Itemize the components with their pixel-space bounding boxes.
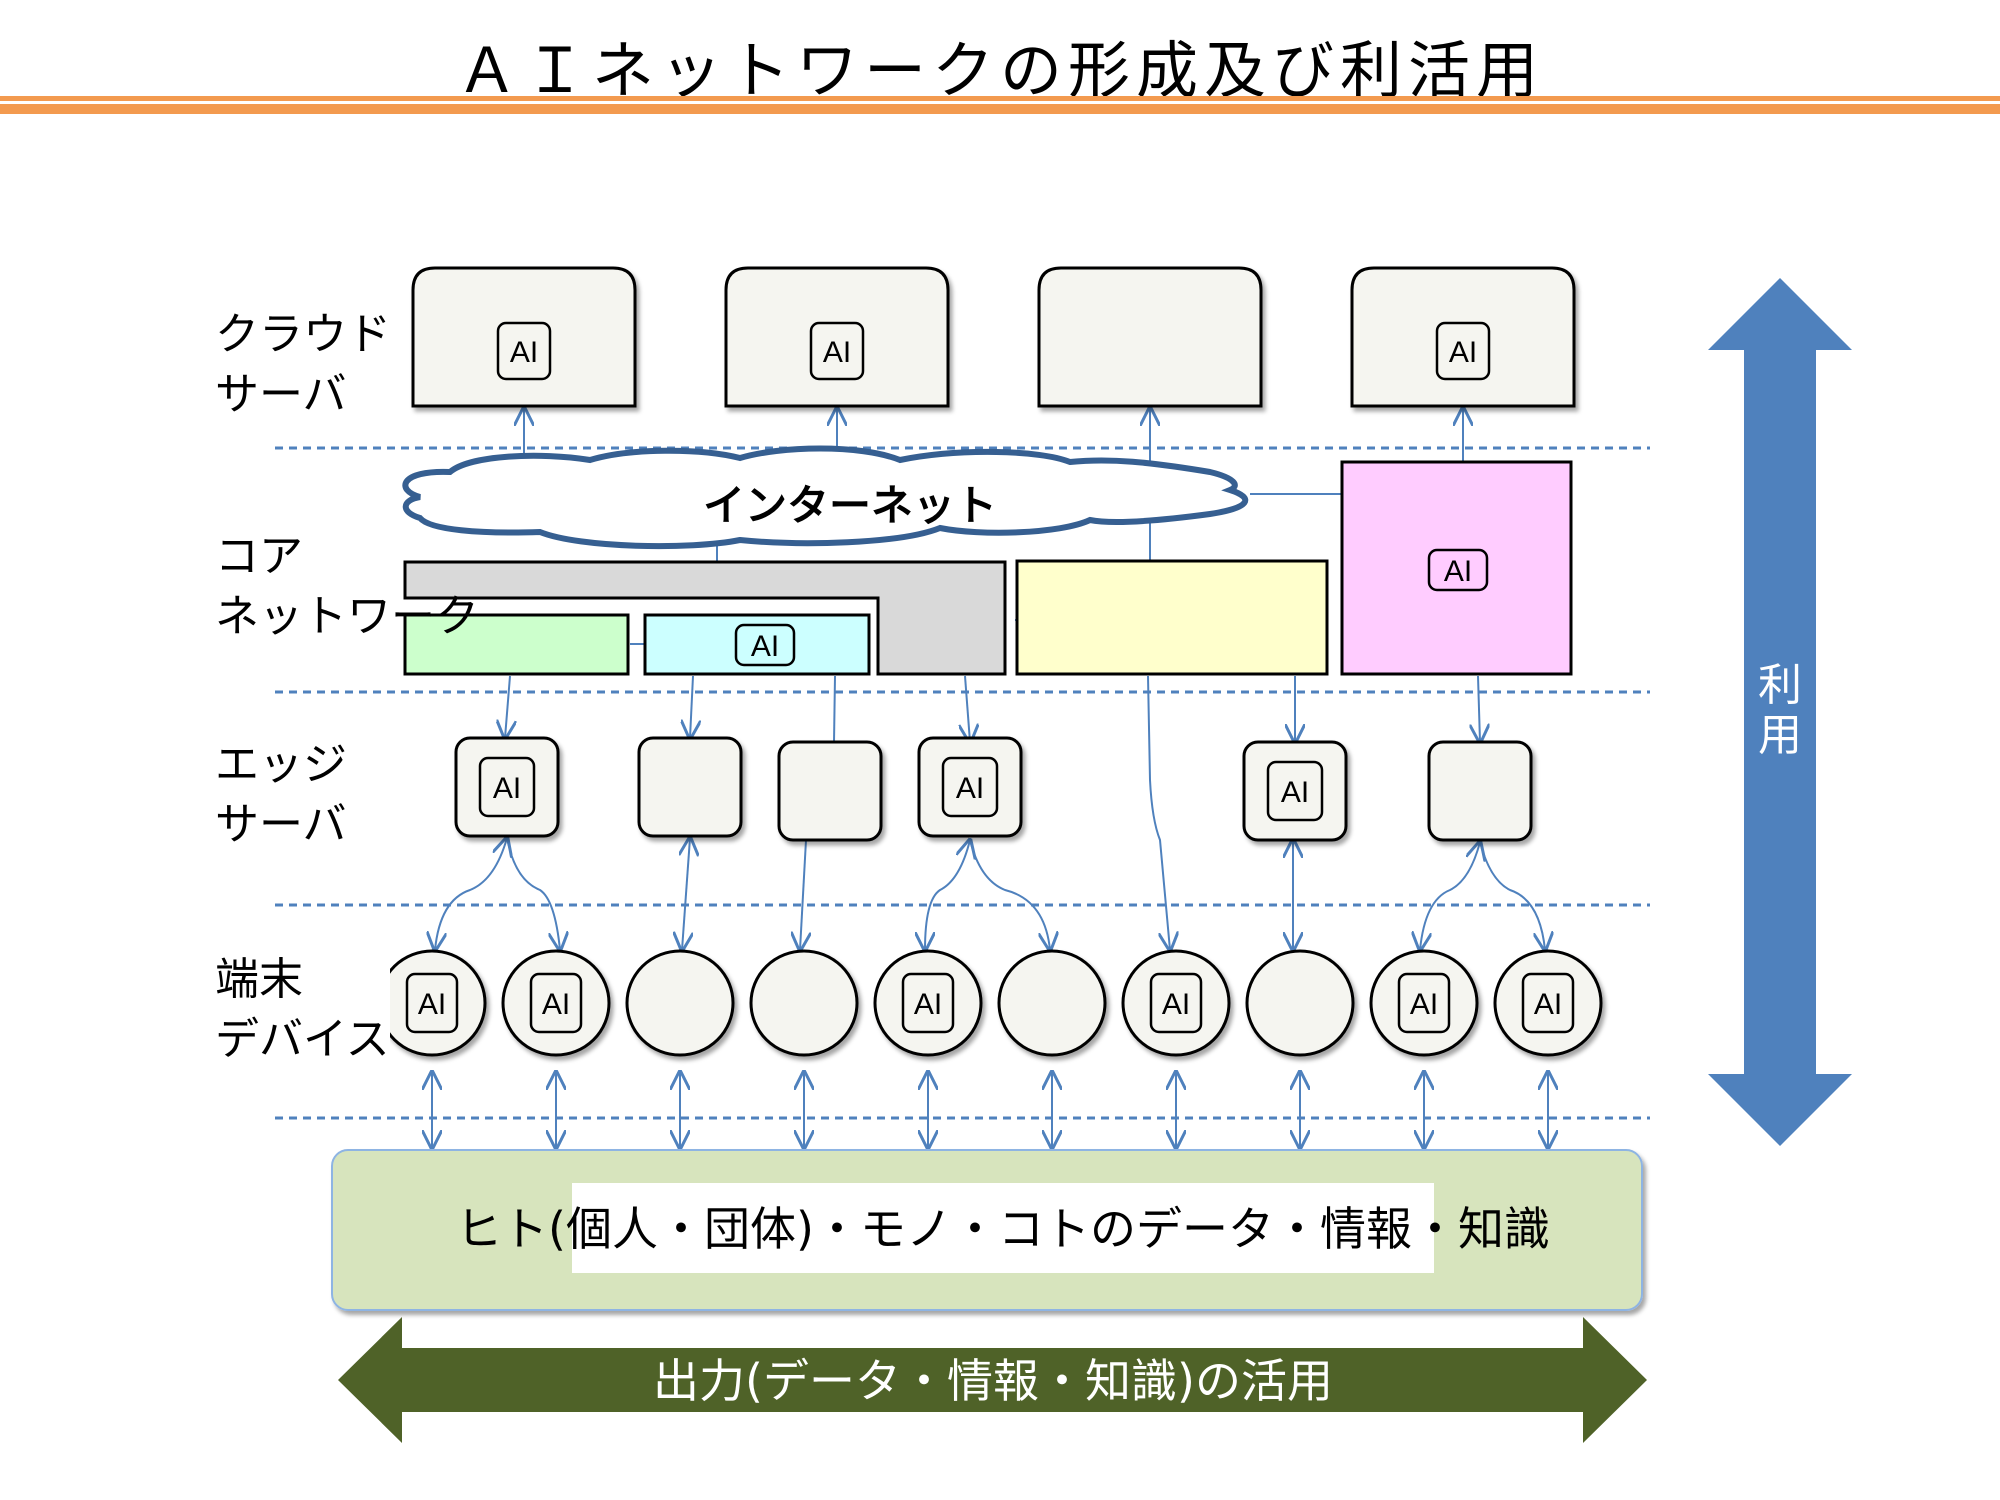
terminal-device: AI xyxy=(873,949,983,1057)
connector xyxy=(435,838,507,950)
terminal-device xyxy=(749,949,859,1057)
edge-server: AI xyxy=(917,736,1023,838)
ai-badge-label: AI xyxy=(1449,336,1477,369)
output-arrow-label: 出力(データ・情報・知識)の活用 xyxy=(653,1354,1333,1408)
layer-label-terminal-device: 端末 デバイス xyxy=(215,950,390,1070)
terminal-device xyxy=(997,949,1107,1057)
ai-badge: AI xyxy=(478,756,536,818)
connector xyxy=(682,838,690,950)
connector xyxy=(1478,675,1480,742)
terminal-device xyxy=(625,949,735,1057)
ai-badge-label: AI xyxy=(418,988,446,1021)
ai-badge: AI xyxy=(1149,972,1203,1034)
ai-badge: AI xyxy=(809,321,865,381)
connector xyxy=(1147,675,1170,950)
core-box-gray xyxy=(403,560,1007,676)
ai-badge-label: AI xyxy=(542,988,570,1021)
terminal-device: AI xyxy=(1121,949,1231,1057)
ai-badge: AI xyxy=(1435,321,1491,381)
internet-cloud: インターネット xyxy=(402,445,1249,550)
ai-badge: AI xyxy=(1521,972,1575,1034)
ai-badge: AI xyxy=(496,321,552,381)
ai-badge-label: AI xyxy=(956,772,984,805)
ai-badge: AI xyxy=(529,972,583,1034)
ai-badge-label: AI xyxy=(510,336,538,369)
cloud-server: AI xyxy=(411,266,637,408)
cloud-server: AI xyxy=(724,266,950,408)
utilization-label-1: 利 xyxy=(1758,660,1802,711)
ai-badge-label: AI xyxy=(914,988,942,1021)
data-box: ヒト(個人・団体)・モノ・コトのデータ・情報・知識 xyxy=(331,1149,1643,1311)
utilization-arrow: 利 用 xyxy=(1708,278,1852,1146)
ai-badge: AI xyxy=(1266,760,1324,822)
layer-label-edge-server: エッジ サーバ xyxy=(215,735,347,855)
ai-badge-label: AI xyxy=(1444,555,1472,588)
terminal-device: AI xyxy=(1369,949,1479,1057)
cloud-servers: AI AI AI xyxy=(411,266,1576,408)
connector xyxy=(925,840,970,950)
core-box-yellow xyxy=(1015,559,1329,676)
ai-badge-label: AI xyxy=(751,630,779,663)
ai-badge: AI xyxy=(405,972,459,1034)
connector xyxy=(690,675,693,738)
device-data-connectors xyxy=(432,1072,1548,1148)
layer-label-core-network: コア ネットワーク xyxy=(215,531,479,642)
connector xyxy=(505,675,510,738)
title-rule xyxy=(0,96,2000,101)
ai-badge-label: AI xyxy=(1410,988,1438,1021)
ai-badge-label: AI xyxy=(493,772,521,805)
terminal-device: AI xyxy=(377,949,487,1057)
ai-badge: AI xyxy=(901,972,955,1034)
core-ai-badges: AI AI xyxy=(734,548,1489,667)
edge-servers: AI AI AI xyxy=(454,736,1533,842)
connector xyxy=(969,839,1050,950)
ai-badge: AI xyxy=(941,756,999,818)
page-title: ＡＩネットワークの形成及び利活用 xyxy=(455,34,1544,107)
layer-label-cloud-server: クラウド サーバ xyxy=(215,305,391,425)
edge-server xyxy=(777,740,883,842)
terminal-device: AI xyxy=(1493,949,1603,1057)
utilization-label-2: 用 xyxy=(1758,710,1802,761)
edge-server: AI xyxy=(1242,740,1348,842)
connector xyxy=(506,837,560,950)
edge-server: AI xyxy=(454,736,560,838)
ai-badge-label: AI xyxy=(1281,776,1309,809)
core-box-green xyxy=(403,613,630,676)
edge-server xyxy=(1427,740,1533,842)
internet-label: インターネット xyxy=(703,481,997,530)
connector xyxy=(1420,842,1480,950)
edge-server xyxy=(637,736,743,838)
ai-badge-label: AI xyxy=(1162,988,1190,1021)
cloud-server: AI xyxy=(1350,266,1576,408)
ai-badge: AI xyxy=(1427,548,1489,592)
connector xyxy=(833,675,836,743)
terminal-devices: AI AI AI AI AI AI xyxy=(377,949,1603,1057)
output-arrow: 出力(データ・情報・知識)の活用 xyxy=(338,1317,1647,1443)
ai-badge-label: AI xyxy=(823,336,851,369)
ai-badge: AI xyxy=(1397,972,1451,1034)
connector xyxy=(965,675,970,742)
ai-badge: AI xyxy=(734,623,796,667)
data-box-label: ヒト(個人・団体)・モノ・コトのデータ・情報・知識 xyxy=(456,1202,1550,1256)
connector xyxy=(800,839,806,950)
terminal-device xyxy=(1245,949,1355,1057)
title-rule-thick xyxy=(0,104,2000,114)
ai-badge-label: AI xyxy=(1534,988,1562,1021)
terminal-device: AI xyxy=(501,949,611,1057)
connector xyxy=(1479,841,1545,950)
cloud-server xyxy=(1037,266,1263,408)
